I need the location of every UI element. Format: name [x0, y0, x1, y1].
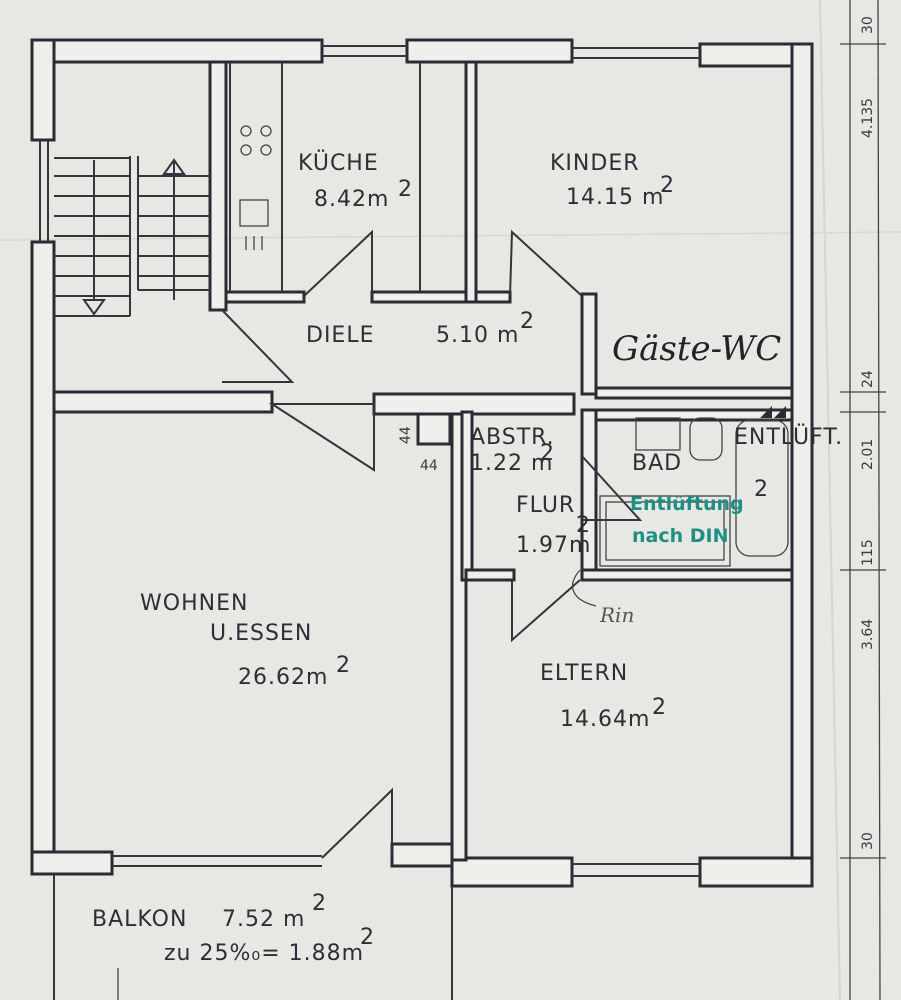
room-bad-sup: 2 — [754, 477, 769, 502]
room-kinder-area: 14.15 m — [566, 185, 664, 210]
stairs — [54, 156, 210, 317]
handwritten-arrow — [571, 569, 597, 607]
paper-crease — [0, 231, 901, 241]
room-wohnen-sup: 2 — [336, 653, 351, 678]
stamp-line-1: Entlüftung — [630, 493, 744, 515]
room-kinder-sup: 2 — [660, 173, 675, 198]
room-balkon-calc: zu 25%₀= 1.88m — [164, 941, 364, 966]
room-wohnen-name-2: U.ESSEN — [210, 621, 312, 646]
room-flur-name: FLUR — [516, 493, 575, 518]
room-abstr-area: 1.22 m — [470, 451, 553, 476]
exterior-walls — [30, 38, 814, 888]
room-eltern-area: 14.64m — [560, 707, 650, 732]
entlueftung-label: ENTLÜFT. — [734, 424, 843, 450]
dim-30-top: 30 — [860, 16, 876, 34]
room-diele-area: 5.10 m — [436, 323, 519, 348]
bath-fixtures — [599, 406, 789, 567]
room-wohnen-name-1: WOHNEN — [140, 591, 248, 616]
room-balkon-area: 7.52 m — [222, 907, 305, 932]
room-diele-name: DIELE — [306, 323, 375, 348]
interior-walls — [52, 60, 794, 862]
windows — [39, 45, 700, 877]
dim-364: 3.64 — [860, 619, 876, 650]
room-diele-sup: 2 — [520, 309, 535, 334]
handwritten-note: Rin — [599, 603, 634, 627]
dim-115: 115 — [860, 539, 876, 566]
room-abstr-name: ABSTR. — [470, 425, 555, 450]
room-flur-area: 1.97m — [516, 533, 591, 558]
room-balkon-sup: 2 — [312, 891, 327, 916]
room-balkon-calc-sup: 2 — [360, 925, 375, 950]
room-balkon-name: BALKON — [92, 907, 187, 932]
room-kinder-name: KINDER — [550, 151, 640, 176]
chimney-dim-a: 44 — [398, 426, 414, 444]
room-flur-sup: 2 — [576, 513, 591, 538]
kitchen-fixtures — [229, 62, 421, 292]
room-kueche-area: 8.42m — [314, 187, 389, 212]
dim-201: 2.01 — [860, 439, 876, 470]
handwritten-gaeste-wc: Gäste-WC — [612, 329, 781, 369]
door-swings — [221, 229, 643, 859]
room-kueche-sup: 2 — [398, 177, 413, 202]
dim-4135: 4.135 — [860, 98, 876, 138]
dimension-ruler — [840, 0, 886, 1000]
chimney-dim-b: 44 — [420, 458, 438, 474]
dim-30-bottom: 30 — [860, 832, 876, 850]
dim-24: 24 — [860, 370, 876, 388]
room-wohnen-area: 26.62m — [238, 665, 328, 690]
paper-fold — [819, 0, 841, 1000]
stamp-line-2: nach DIN — [632, 525, 729, 547]
room-eltern-name: ELTERN — [540, 661, 628, 686]
balcony-outline — [53, 874, 453, 1000]
room-eltern-sup: 2 — [652, 695, 667, 720]
room-kueche-name: KÜCHE — [298, 150, 379, 176]
room-bad-name: BAD — [632, 451, 682, 476]
room-abstr-sup: 2 — [540, 441, 555, 466]
